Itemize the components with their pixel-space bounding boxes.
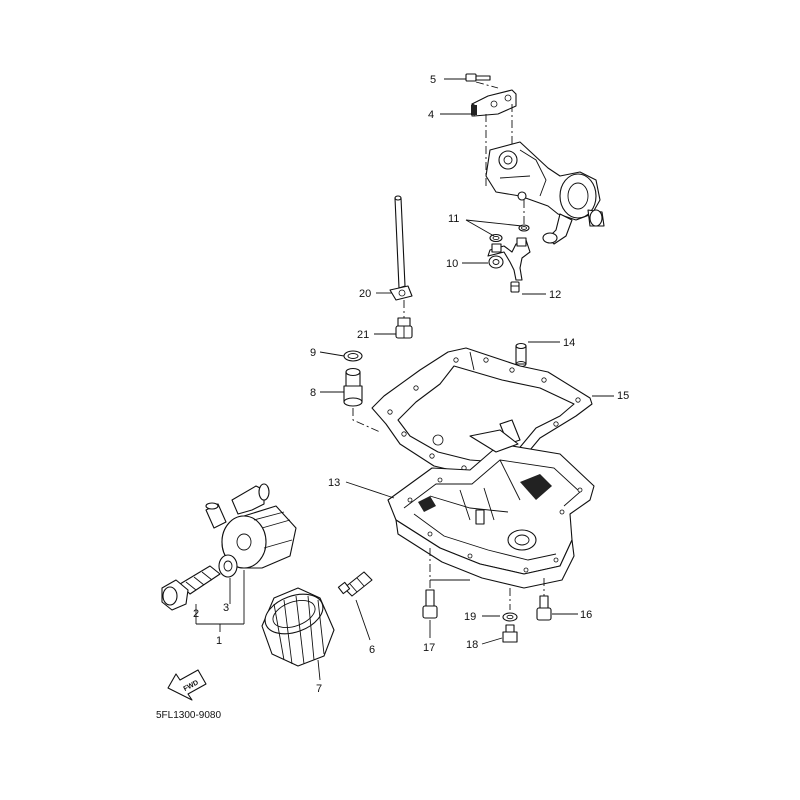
callout-9: 9	[310, 347, 316, 359]
oil-pump-assembly	[465, 73, 605, 293]
callout-13: 13	[328, 477, 340, 489]
catalog-code: 5FL1300-9080	[156, 710, 221, 721]
pump-bracket-part[interactable]	[471, 89, 517, 117]
callout-7: 7	[316, 683, 322, 695]
callout-11: 11	[448, 213, 459, 225]
leader-lines	[195, 78, 614, 681]
cooler-washer-part[interactable]	[218, 554, 238, 578]
callout-10: 10	[446, 258, 458, 270]
oil-pan-part[interactable]	[387, 419, 595, 589]
callout-8: 8	[310, 387, 316, 399]
oil-filter-part[interactable]	[260, 587, 335, 667]
filter-fitting-part[interactable]	[337, 571, 373, 597]
oil-pan-gasket-part[interactable]	[371, 347, 593, 475]
oil-pump-body-part[interactable]	[485, 141, 605, 245]
callout-15: 15	[617, 390, 629, 402]
callout-1: 1	[216, 635, 222, 647]
dowel-pin-part[interactable]	[515, 342, 527, 367]
callout-17: 17	[423, 642, 435, 654]
callout-12: 12	[549, 289, 561, 301]
callout-21: 21	[357, 329, 369, 341]
oil-delivery-pipe-part[interactable]	[487, 237, 531, 281]
drain-gasket-part[interactable]	[502, 612, 518, 622]
plug-o-ring-part[interactable]	[343, 350, 363, 362]
callout-19: 19	[464, 611, 476, 623]
callout-4: 4	[428, 109, 434, 121]
callout-18: 18	[466, 639, 478, 651]
callout-labels: 5 4 11 10 12 20 21 9 8 14 15 13 16 17 19…	[193, 74, 629, 695]
oil-cooler-part[interactable]	[205, 483, 297, 569]
callout-14: 14	[563, 337, 575, 349]
strainer-bolt-part[interactable]	[395, 317, 413, 339]
oil-pipe-plug-part[interactable]	[343, 367, 363, 407]
callout-6: 6	[369, 644, 375, 656]
cooler-union-bolt-part[interactable]	[161, 565, 221, 611]
callout-20: 20	[359, 288, 371, 300]
callout-3: 3	[223, 602, 229, 614]
pipe-bolt-part[interactable]	[510, 281, 520, 293]
strainer-pipe-part[interactable]	[389, 195, 413, 301]
pan-bolt-long-part[interactable]	[422, 589, 438, 619]
callout-2: 2	[193, 608, 199, 620]
pan-bolt-short-part[interactable]	[536, 595, 552, 621]
callout-5: 5	[430, 74, 436, 86]
o-ring-pair-part[interactable]	[489, 224, 530, 243]
pump-bolt-part[interactable]	[465, 73, 491, 82]
callout-16: 16	[580, 609, 592, 621]
drain-bolt-part[interactable]	[502, 624, 518, 643]
forward-direction-arrow-icon: FWD	[167, 669, 207, 701]
